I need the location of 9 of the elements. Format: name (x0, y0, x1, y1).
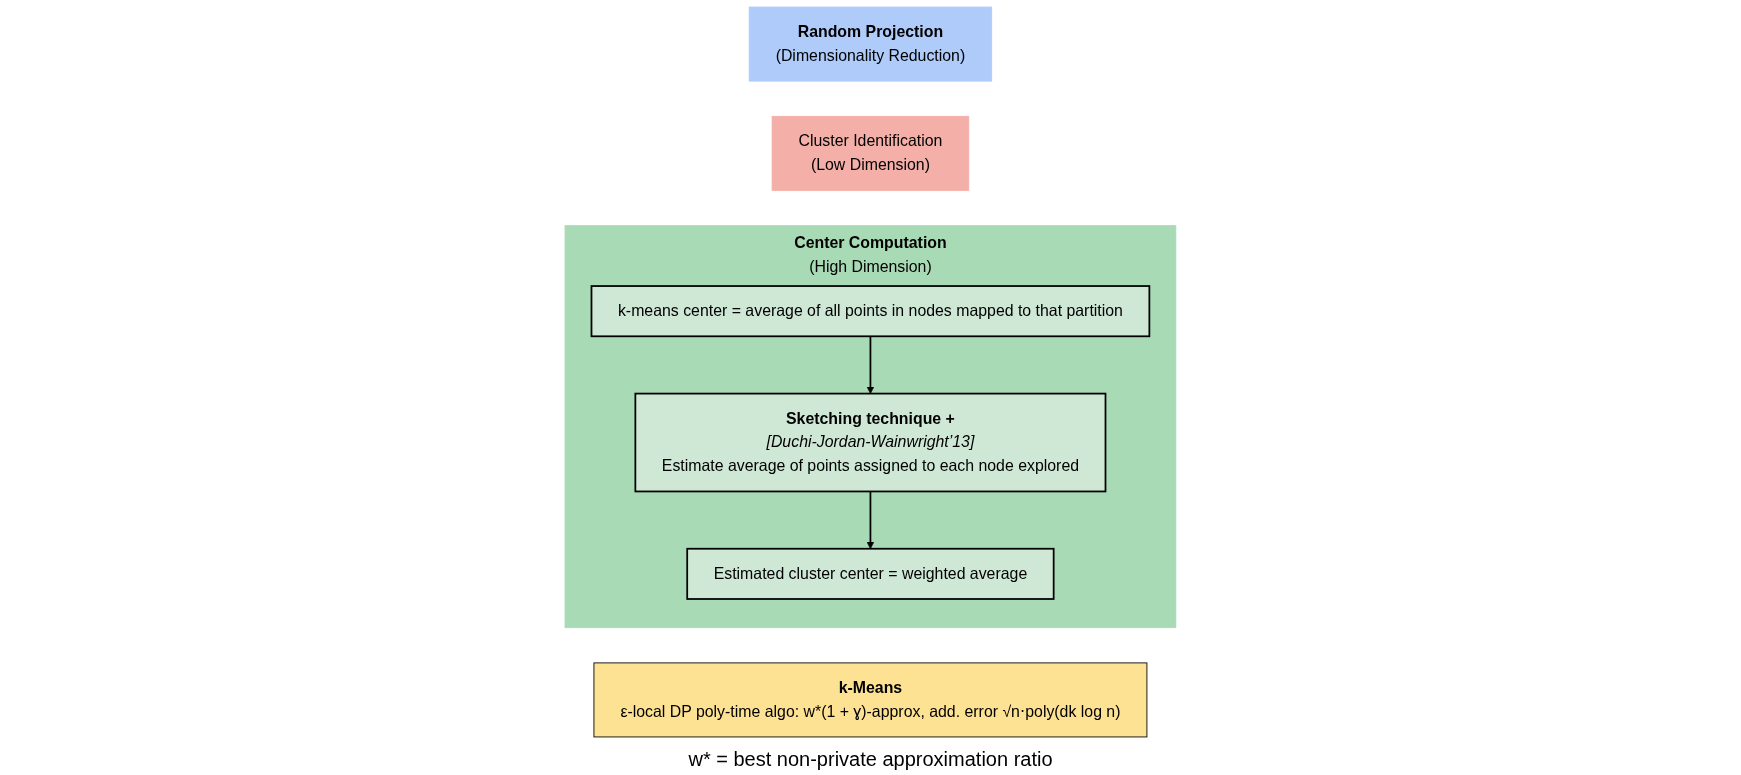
node-box: Sketching technique + [Duchi-Jordan-Wainwright’13] Estimate average of points assigned to each node explored (634, 392, 1107, 493)
node-box: Random Projection (Dimensionality Reduction) (748, 6, 993, 82)
footnote: w* = best non-private approximation ratio (688, 748, 1053, 771)
arrow (866, 335, 875, 394)
node-box: k-means center = average of all points in nodes mapped to that partition (590, 285, 1151, 338)
node-box: Cluster Identification (Low Dimension) (771, 115, 970, 191)
arrow (866, 490, 875, 550)
node-box: Estimated cluster center = weighted average (686, 547, 1055, 600)
node-box: k-Means ε-local DP poly-time algo: w*(1 + ɣ)-approx, add. error √n⋅poly(dk log n) (593, 662, 1148, 738)
